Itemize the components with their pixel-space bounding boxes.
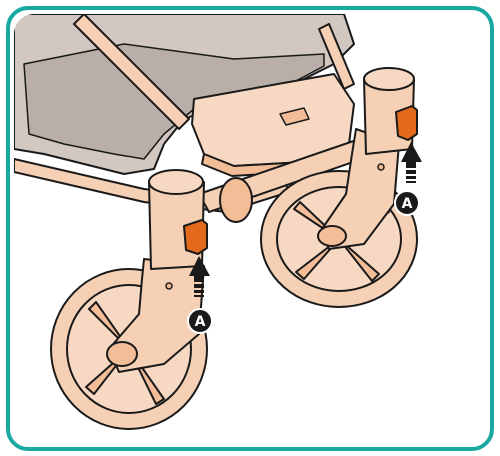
marker-a-right: A <box>395 191 419 215</box>
svg-text:A: A <box>402 196 413 212</box>
left-fork-pin <box>166 283 172 289</box>
right-wheel-release-button <box>396 106 417 140</box>
right-wheel-hub <box>318 226 346 246</box>
svg-text:A: A <box>195 314 206 330</box>
right-swivel-top <box>364 68 414 90</box>
crossbar-joint <box>220 178 252 222</box>
left-wheel-hub <box>107 342 137 366</box>
left-wheel-release-button <box>184 220 207 254</box>
marker-a-left: A <box>188 309 212 333</box>
left-swivel-top <box>149 170 203 194</box>
right-fork-pin <box>378 164 384 170</box>
stroller-wheel-diagram: A A <box>10 10 490 447</box>
illustration-frame: A A <box>6 6 494 451</box>
